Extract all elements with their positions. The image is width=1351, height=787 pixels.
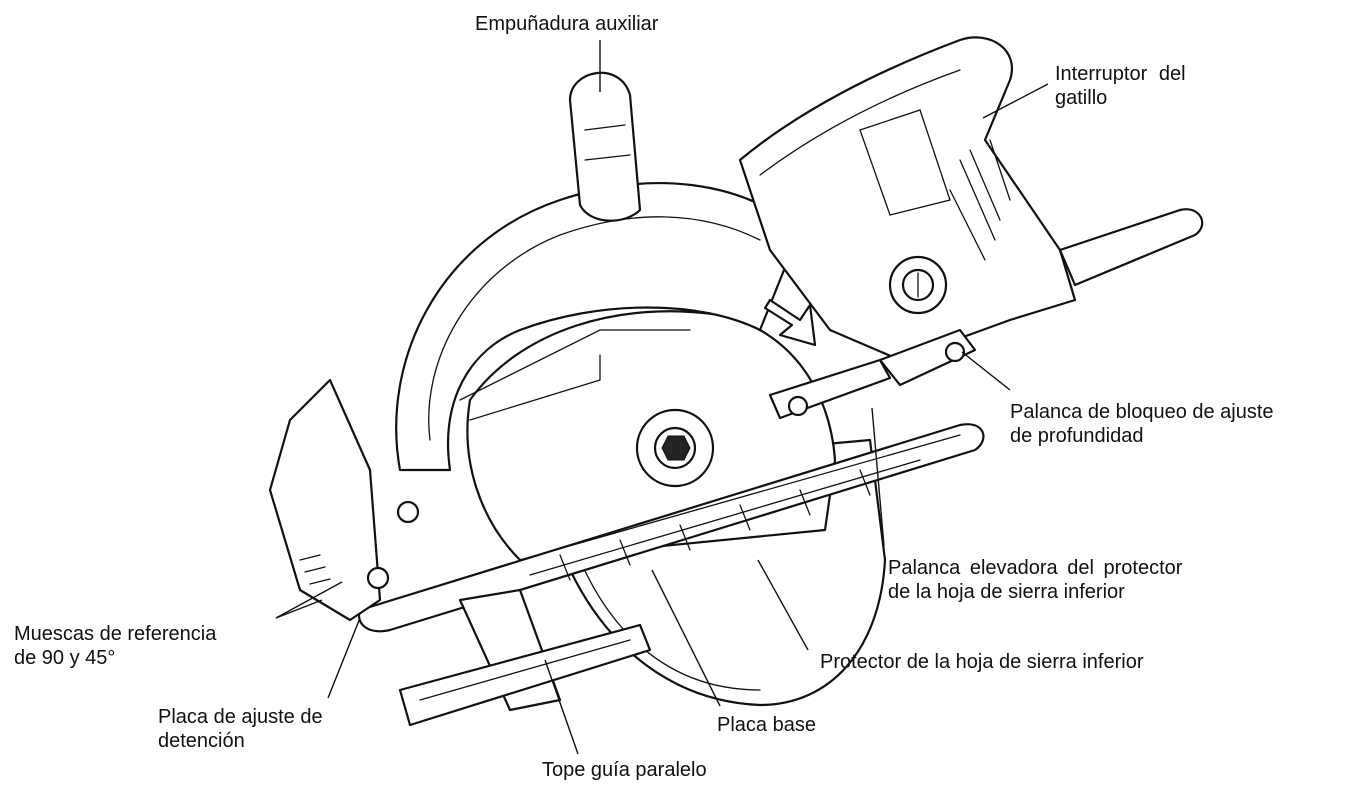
guard-lift-lever bbox=[768, 358, 892, 420]
label-guard-lever: Palanca elevadora del protector de la ho… bbox=[888, 557, 1183, 603]
label-lower-guard: Protector de la hoja de sierra inferior bbox=[820, 651, 1144, 673]
label-stop-plate: Placa de ajuste de detención bbox=[158, 706, 323, 752]
label-aux-handle: Empuñadura auxiliar bbox=[475, 13, 659, 35]
depth-lock-lever bbox=[878, 328, 977, 387]
leader-lines bbox=[275, 40, 1049, 755]
label-depth-lock: Palanca de bloqueo de ajuste de profundi… bbox=[1010, 401, 1274, 447]
rotation-arrow bbox=[763, 298, 817, 347]
rip-fence bbox=[398, 588, 652, 727]
label-notches: Muescas de referencia de 90 y 45° bbox=[14, 623, 217, 669]
base-plate bbox=[357, 423, 985, 633]
motor-and-handle bbox=[738, 36, 1077, 362]
label-trigger: Interruptor del gatillo bbox=[1055, 63, 1186, 109]
label-rip-fence: Tope guía paralelo bbox=[542, 759, 707, 781]
auxiliary-handle bbox=[568, 71, 642, 222]
power-cord bbox=[1058, 208, 1204, 287]
label-base-plate: Placa base bbox=[717, 714, 816, 736]
bevel-stop-plate bbox=[268, 378, 420, 622]
